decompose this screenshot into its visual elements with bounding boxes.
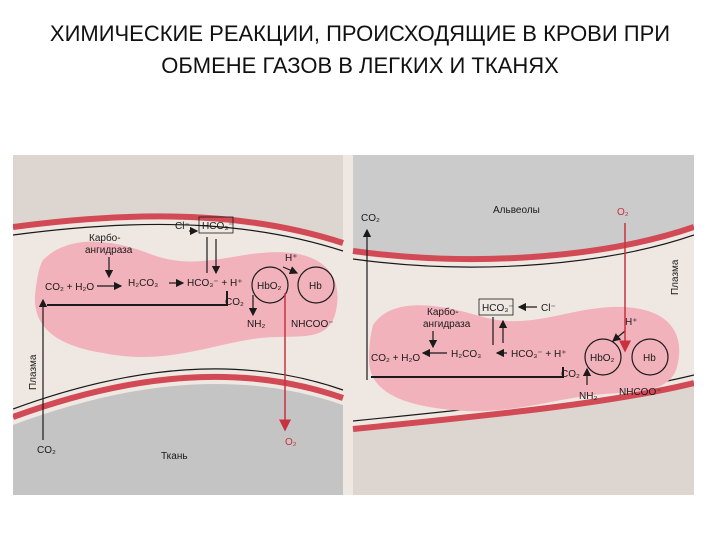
reaction-start-left: CO₂ + H₂O <box>45 282 94 293</box>
o2-in-label: O₂ <box>617 207 629 218</box>
right-arrows <box>362 228 626 385</box>
lower-tissue-area <box>13 383 343 495</box>
co2-tissue-label: CO₂ <box>37 445 56 456</box>
co2-inner-left: CO₂ <box>225 297 244 308</box>
lower-capillary-wall <box>352 380 694 432</box>
lower-vessel-wall <box>13 373 344 420</box>
h-plus-left: H⁺ <box>285 253 298 264</box>
upper-capillary-wall <box>352 224 694 263</box>
lung-panel <box>352 155 694 495</box>
tissue-panel <box>13 155 344 495</box>
gas-exchange-diagram: Плазма Ткань Карбо- ангидраза Cl⁻ HCO₃⁻ … <box>13 155 694 495</box>
o2-out-label: O₂ <box>285 437 297 448</box>
slide-title: ХИМИЧЕСКИЕ РЕАКЦИИ, ПРОИСХОДЯЩИЕ В КРОВИ… <box>49 21 671 78</box>
hco3-exchange-right: HCO₃⁻ <box>482 303 514 314</box>
co2-out-label: CO₂ <box>361 213 380 224</box>
h2co3-left: H₂CO₃ <box>128 278 158 289</box>
nhcoo-left: NHCOO⁻ <box>291 319 334 330</box>
hb-circle-right <box>631 338 669 376</box>
nh2-right: NH₂ <box>579 391 597 402</box>
plasma-label-right: Плазма <box>670 259 681 295</box>
h-plus-right: H⁺ <box>625 317 638 328</box>
hb-circle-left <box>297 266 335 304</box>
alveoli-label: Альвеолы <box>493 205 540 216</box>
plasma-label-left: Плазма <box>28 354 39 390</box>
nhcoo-right: NHCOO⁻ <box>619 387 662 398</box>
enzyme-label-left-2: ангидраза <box>85 245 133 256</box>
tissue-label: Ткань <box>161 451 188 462</box>
alveoli-area <box>353 155 694 258</box>
upper-tissue-area <box>13 155 343 240</box>
hco3-exchange-box-left <box>198 216 234 234</box>
hco3-exchange-left: HCO₃⁻ <box>202 221 234 232</box>
hco3-h-right: HCO₃⁻ + H⁺ <box>511 349 566 360</box>
co2-inner-right: CO₂ <box>561 369 580 380</box>
hbo2-circle-left <box>251 266 289 304</box>
hb-right: Hb <box>643 353 656 364</box>
erythrocyte-right <box>369 305 680 412</box>
cl-label-left: Cl⁻ <box>175 221 190 232</box>
hco3-exchange-box-right <box>478 298 514 316</box>
upper-vessel-wall <box>13 213 344 246</box>
lower-lung-tissue <box>353 385 694 495</box>
hb-left: Hb <box>309 281 322 292</box>
enzyme-label-left-1: Карбо- <box>89 232 121 244</box>
hbo2-circle-right <box>584 338 622 376</box>
nh2-left: NH₂ <box>247 319 265 330</box>
h2co3-right: H₂CO₃ <box>451 349 481 360</box>
hbo2-left: HbO₂ <box>257 281 282 292</box>
enzyme-label-right-1: Карбо- <box>427 306 459 318</box>
hbo2-right: HbO₂ <box>590 353 615 364</box>
cl-label-right: Cl⁻ <box>541 303 556 314</box>
reaction-start-right: CO₂ + H₂O <box>371 353 420 364</box>
hco3-h-left: HCO₃⁻ + H⁺ <box>187 278 242 289</box>
left-arrows <box>38 226 299 440</box>
enzyme-label-right-2: ангидраза <box>423 319 471 330</box>
